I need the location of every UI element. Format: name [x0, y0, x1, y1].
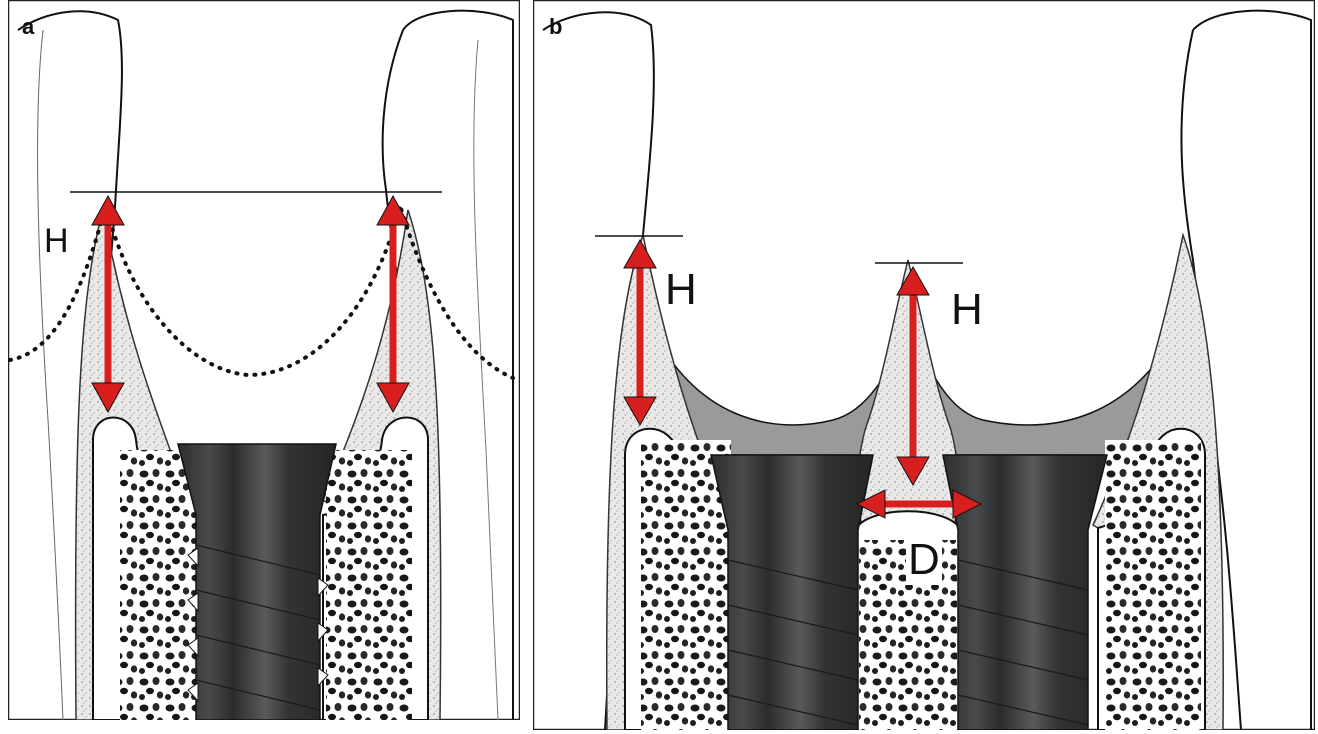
implant-left — [711, 455, 873, 730]
distance-label: D — [906, 535, 942, 585]
implant — [178, 444, 336, 720]
implant-right — [943, 455, 1107, 730]
panel-a: a H — [8, 0, 520, 720]
height-label-center: H — [951, 285, 983, 335]
panel-a-illustration — [8, 0, 520, 720]
panel-b-illustration — [533, 0, 1315, 730]
panel-label: a — [22, 14, 34, 40]
left-cancellous-bone — [120, 450, 198, 720]
right-cancellous-bone — [1105, 440, 1201, 730]
panel-b: b H H D — [533, 0, 1315, 730]
panel-label: b — [549, 14, 562, 40]
height-label-left: H — [665, 265, 697, 315]
height-label: H — [44, 222, 69, 261]
right-cancellous-bone — [326, 450, 412, 720]
